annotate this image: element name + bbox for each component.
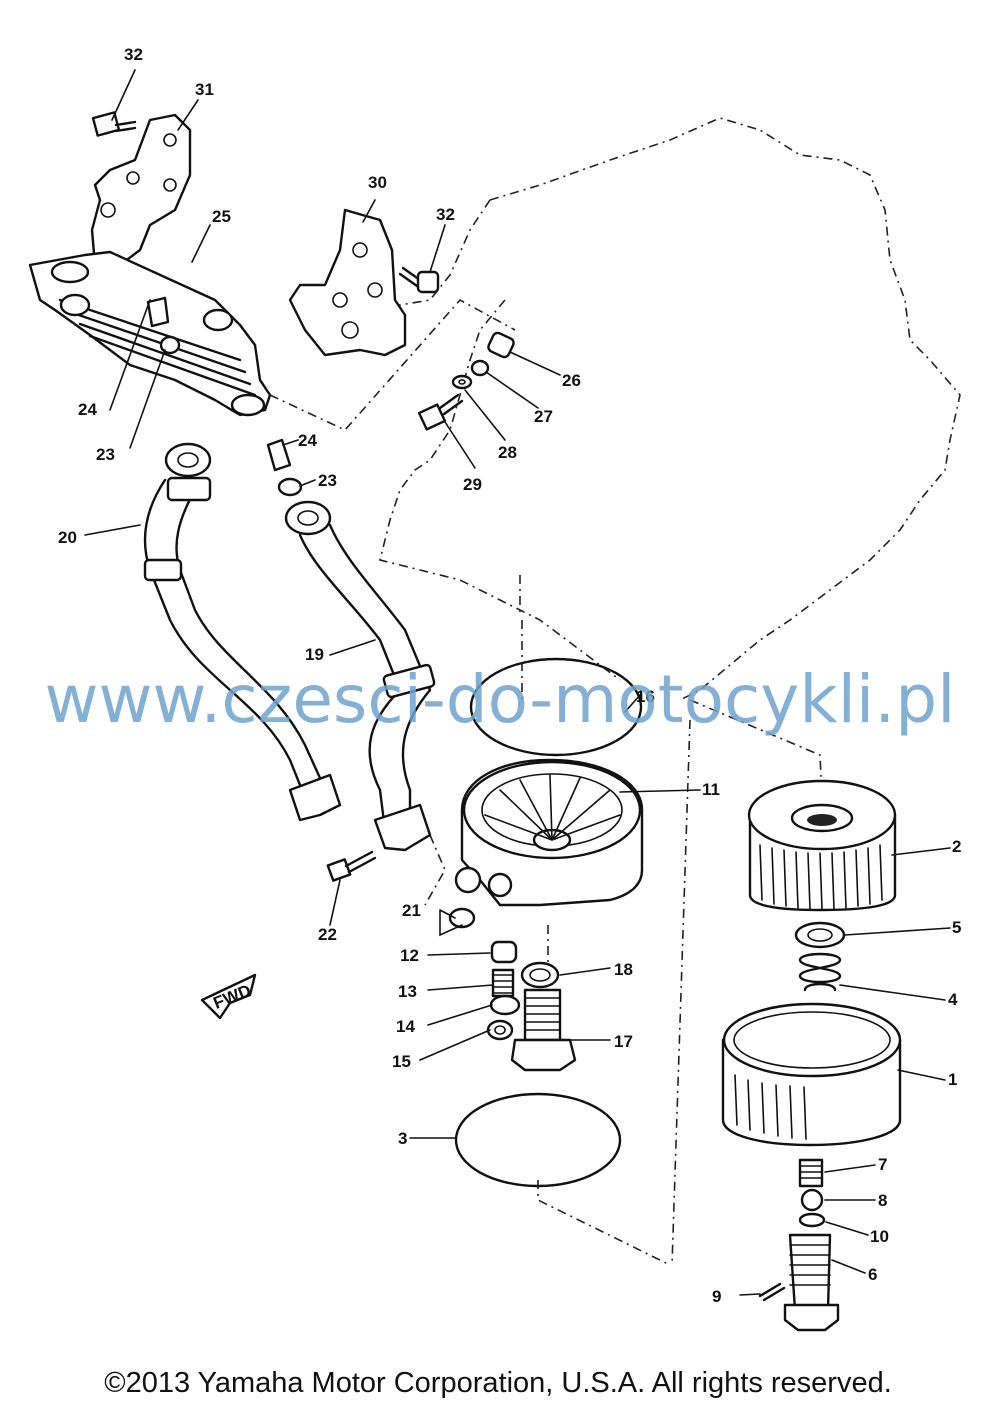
spring-13	[491, 968, 515, 998]
callout-12: 12	[400, 946, 419, 965]
assembly-line-22	[424, 834, 446, 906]
union-bolt-24-right	[266, 438, 292, 472]
callout-23-left: 23	[96, 445, 115, 464]
callout-7: 7	[878, 1155, 887, 1174]
collar-26	[487, 331, 515, 359]
oil-hose-19	[284, 500, 436, 852]
oring-10	[798, 1212, 826, 1228]
callout-30: 30	[368, 173, 387, 192]
callout-6: 6	[868, 1265, 877, 1284]
callout-32-mid: 32	[436, 205, 455, 224]
callout-19: 19	[305, 645, 324, 664]
callout-4: 4	[948, 990, 958, 1009]
bracket-31	[90, 113, 192, 267]
callout-13: 13	[398, 982, 417, 1001]
pin-9	[758, 1282, 786, 1302]
callout-5: 5	[952, 918, 961, 937]
watermark-text: www.czesci-do-motocykli.pl	[45, 661, 956, 738]
assembly-line-drain	[519, 575, 523, 700]
callout-26: 26	[562, 371, 581, 390]
bolt-32-mid	[398, 266, 440, 294]
oring-16	[469, 657, 643, 757]
callout-23-right: 23	[318, 471, 337, 490]
callout-18: 18	[614, 960, 633, 979]
callout-25: 25	[212, 207, 231, 226]
callout-28: 28	[498, 443, 517, 462]
engine-case-outline	[379, 117, 961, 701]
callout-31: 31	[195, 80, 214, 99]
callout-21: 21	[402, 901, 421, 920]
callout-17: 17	[614, 1032, 633, 1051]
callout-9: 9	[712, 1287, 721, 1306]
callout-2: 2	[952, 837, 961, 856]
spring-7	[798, 1158, 824, 1188]
callout-numbers: 32 31 25 30 32 26 27 28 29 24 23 24 23 2…	[58, 45, 961, 1306]
callout-8: 8	[878, 1191, 887, 1210]
ball-8	[800, 1188, 824, 1212]
grommet-27	[470, 359, 490, 377]
callout-11: 11	[702, 780, 720, 799]
callout-16: 16	[636, 687, 655, 706]
assembly-line-cooler	[269, 298, 516, 431]
filter-housing-11	[454, 758, 644, 907]
fwd-label: FWD	[211, 981, 254, 1013]
filter-bowl-1	[721, 1002, 902, 1147]
leader-lines	[84, 69, 951, 1296]
circlip-15	[486, 1019, 514, 1041]
bolt-6	[783, 1233, 840, 1332]
filter-element-2	[747, 779, 897, 912]
assembly-line-bottom	[537, 1180, 671, 1266]
oil-cooler-25	[28, 250, 272, 417]
callout-10: 10	[870, 1227, 889, 1246]
union-bolt-24-left	[146, 296, 170, 328]
washer-5	[794, 921, 846, 949]
bolt-29	[417, 393, 464, 431]
callout-29: 29	[463, 475, 482, 494]
callout-15: 15	[392, 1052, 411, 1071]
oring-21	[448, 907, 476, 929]
oring-3	[454, 1092, 622, 1188]
callout-1: 1	[948, 1070, 957, 1089]
callout-14: 14	[396, 1017, 415, 1036]
callout-32-top: 32	[124, 45, 143, 64]
assembly-line-vertical	[671, 719, 691, 1266]
callout-27: 27	[534, 407, 553, 426]
callout-20: 20	[58, 528, 77, 547]
callout-24-right: 24	[298, 431, 317, 450]
plug-12	[490, 940, 518, 964]
oring-23-right	[277, 477, 303, 497]
bracket-30	[288, 208, 407, 357]
copyright-text: ©2013 Yamaha Motor Corporation, U.S.A. A…	[104, 1367, 892, 1399]
callout-24-left: 24	[78, 400, 97, 419]
bolt-22	[326, 850, 377, 882]
callout-3: 3	[398, 1129, 407, 1148]
bolt-17	[510, 988, 577, 1072]
callout-22: 22	[318, 925, 337, 944]
oil-hose-20	[143, 442, 342, 822]
washer-28	[451, 374, 473, 390]
valve-14	[489, 994, 521, 1016]
oring-18	[520, 961, 560, 989]
oring-23-left	[159, 335, 181, 355]
fwd-arrow: FWD	[200, 973, 257, 1020]
spring-4	[798, 952, 842, 992]
